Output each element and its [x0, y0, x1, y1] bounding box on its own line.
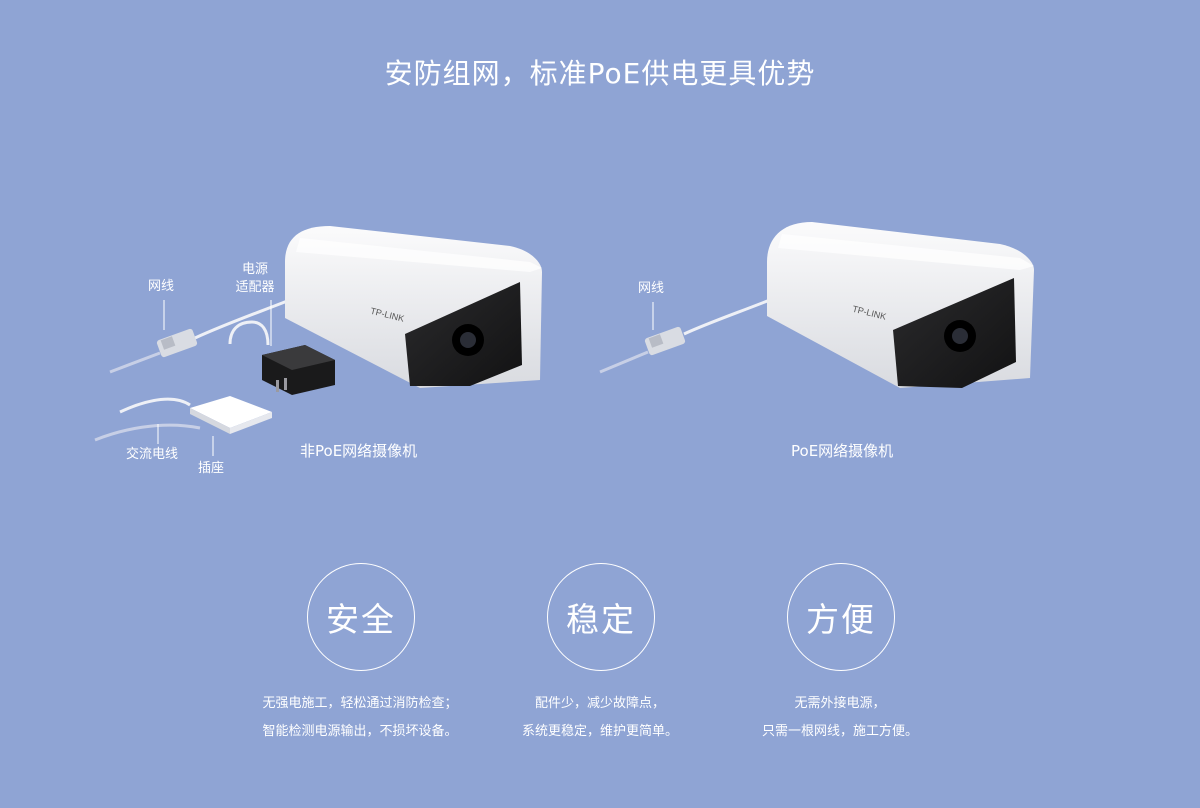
feature-desc-safety-line1: 无强电施工，轻松通过消防检查； [262, 696, 458, 711]
label-power-adapter-line1: 电源 [241, 262, 268, 277]
feature-desc-convenience: 无需外接电源， 只需一根网线，施工方便。 [690, 690, 990, 746]
feature-desc-stability: 配件少，减少故障点， 系统更稳定，维护更简单。 [450, 690, 750, 746]
feature-desc-convenience-line2: 只需一根网线，施工方便。 [761, 724, 918, 739]
feature-desc-safety: 无强电施工，轻松通过消防检查； 智能检测电源输出，不损坏设备。 [210, 690, 510, 746]
power-socket [190, 396, 272, 434]
feature-desc-stability-line2: 系统更稳定，维护更简单。 [521, 724, 678, 739]
caption-non-poe-camera: 非PoE网络摄像机 [300, 442, 418, 460]
feature-desc-convenience-line1: 无需外接电源， [794, 696, 886, 711]
label-network-cable-left: 网线 [148, 279, 175, 294]
label-network-cable-right: 网线 [638, 281, 665, 296]
right-network-cable [599, 294, 781, 374]
caption-poe-camera: PoE网络摄像机 [791, 442, 894, 460]
left-camera: TP-LINK [285, 226, 542, 388]
label-socket: 插座 [198, 461, 225, 476]
feature-circle-safety: 安全 [307, 563, 415, 671]
label-power-adapter: 电源 适配器 [232, 261, 278, 297]
feature-circle-convenience: 方便 [787, 563, 895, 671]
camera-comparison-illustration: TP-LINK TP-LINK [94, 222, 1034, 456]
feature-circle-stability: 稳定 [547, 563, 655, 671]
right-camera: TP-LINK [767, 222, 1034, 388]
page-title: 安防组网，标准PoE供电更具优势 [384, 57, 816, 90]
leader-lines [157, 300, 654, 456]
power-adapter [262, 345, 335, 395]
feature-desc-safety-line2: 智能检测电源输出，不损坏设备。 [262, 724, 458, 739]
label-ac-cable: 交流电线 [126, 447, 179, 462]
feature-desc-stability-line1: 配件少，减少故障点， [534, 696, 665, 711]
left-power-cable [94, 320, 270, 442]
label-power-adapter-line2: 适配器 [235, 280, 275, 295]
